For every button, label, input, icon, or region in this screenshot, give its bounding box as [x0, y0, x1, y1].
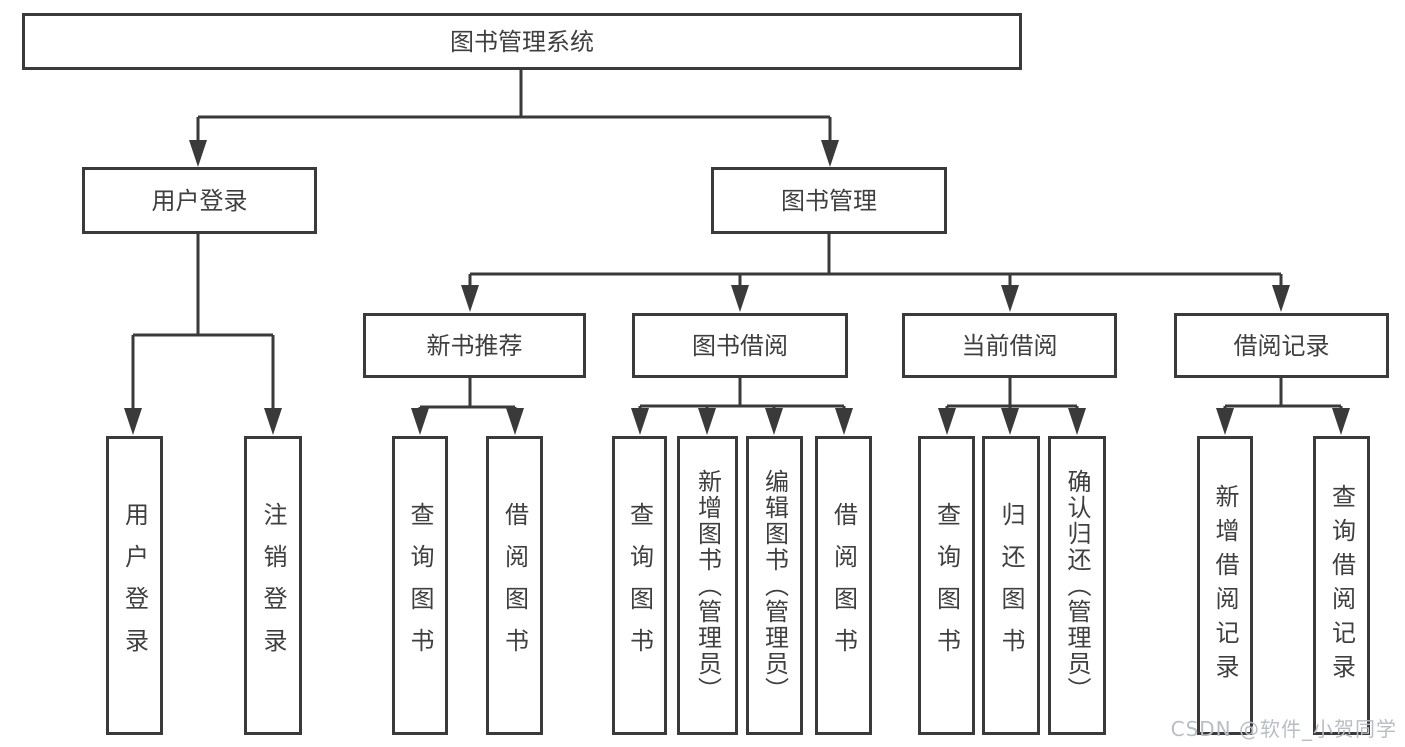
node-borrow-books: 借阅图书: [815, 436, 872, 735]
arrowhead: [1272, 285, 1290, 312]
node-user-login-leaf: 用户登录: [106, 436, 163, 735]
arrowhead: [1332, 408, 1350, 435]
arrowhead: [506, 408, 524, 435]
node-query-books-current: 查询图书: [918, 436, 975, 735]
connector-borrowing-records-to-children: [1216, 377, 1350, 435]
connector-new-book-recommendation-to-children: [411, 377, 524, 435]
node-borrowing-records: 借阅记录: [1174, 313, 1389, 378]
arrowhead: [1001, 285, 1019, 312]
arrowhead: [938, 408, 956, 435]
arrowhead: [1001, 408, 1019, 435]
node-book-borrowing: 图书借阅: [632, 313, 848, 378]
arrowhead: [124, 408, 142, 435]
node-confirm-return-admin: 确认归还（管理员）: [1048, 436, 1106, 735]
node-borrow-books-new: 借阅图书: [486, 436, 543, 735]
node-return-books: 归还图书: [982, 436, 1040, 735]
arrowhead: [821, 140, 839, 167]
arrowhead: [698, 408, 716, 435]
arrowhead: [189, 140, 207, 167]
arrowhead: [631, 408, 649, 435]
connector-book-borrowing-to-children: [631, 377, 853, 435]
watermark: CSDN @软件_小贺同学: [1170, 717, 1397, 741]
connector-book-management-to-level3: [461, 233, 1290, 312]
node-edit-books-admin: 编辑图书（管理员）: [746, 436, 803, 735]
node-logout: 注销登录: [244, 436, 302, 735]
arrowhead: [835, 408, 853, 435]
node-query-books-new: 查询图书: [392, 436, 448, 735]
node-query-borrow-record: 查询借阅记录: [1313, 436, 1370, 735]
node-book-management: 图书管理: [711, 167, 947, 234]
node-current-borrowing: 当前借阅: [902, 313, 1117, 378]
node-query-books-borrowing: 查询图书: [612, 436, 667, 735]
arrowhead: [1068, 408, 1086, 435]
node-new-book-recommendation: 新书推荐: [363, 313, 586, 378]
arrowhead: [1216, 408, 1234, 435]
node-user-login: 用户登录: [82, 167, 317, 234]
node-add-borrow-record: 新增借阅记录: [1197, 436, 1253, 735]
arrowhead: [461, 285, 479, 312]
arrowhead: [264, 408, 282, 435]
connector-current-borrowing-to-children: [938, 377, 1086, 435]
arrowhead: [765, 408, 783, 435]
connector-user-login-to-children: [124, 233, 282, 435]
arrowhead: [731, 285, 749, 312]
connector-root-to-level2: [189, 69, 839, 167]
node-library-management-system: 图书管理系统: [22, 13, 1022, 70]
arrowhead: [411, 408, 429, 435]
node-add-books-admin: 新增图书（管理员）: [677, 436, 738, 735]
